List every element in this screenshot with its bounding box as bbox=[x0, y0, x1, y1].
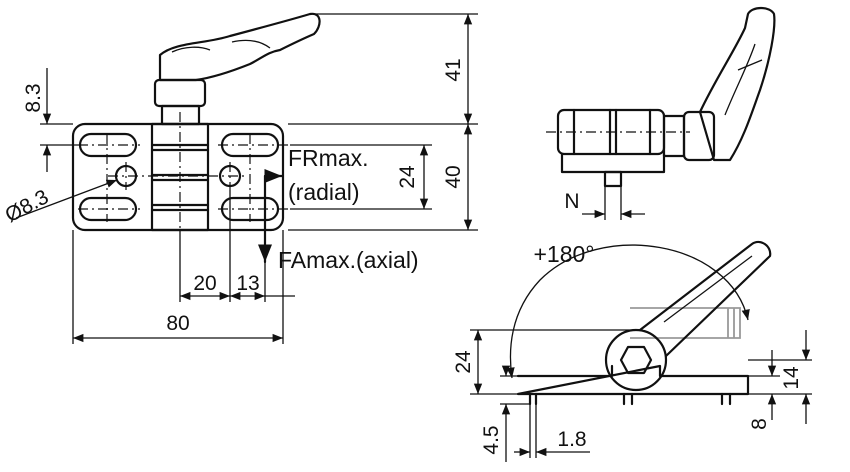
dim-40-label: 40 bbox=[442, 165, 465, 188]
fa-label: FAmax.(axial) bbox=[278, 247, 419, 273]
dim-dia-8-3-label: Ø8.3 bbox=[1, 185, 52, 227]
tr-lever bbox=[698, 6, 776, 162]
dim-180-label: +180° bbox=[533, 241, 594, 267]
ghost-lever bbox=[630, 307, 741, 339]
dim-80-label: 80 bbox=[166, 312, 189, 335]
tr-base bbox=[560, 152, 666, 174]
dim-13-label: 13 bbox=[236, 272, 259, 295]
tr-pin bbox=[603, 170, 623, 188]
tr-hub-collar bbox=[682, 110, 716, 162]
side-hinge-barrel bbox=[604, 328, 668, 392]
front-lever-handle bbox=[158, 12, 321, 82]
force-indicators: FRmax. (radial) FAmax.(axial) bbox=[257, 145, 419, 273]
dim-4-5-label: 4.5 bbox=[480, 425, 503, 454]
tr-hub bbox=[662, 114, 686, 158]
rotation-arc bbox=[506, 244, 750, 379]
front-base-plate bbox=[71, 122, 285, 232]
dim-24-front-label: 24 bbox=[396, 165, 419, 189]
dim-1-8-label: 1.8 bbox=[557, 428, 586, 451]
dim-41-label: 41 bbox=[442, 58, 465, 81]
side-lever bbox=[638, 240, 772, 358]
side-view: +180° 24 14 8 4.5 1.8 bbox=[452, 240, 812, 462]
front-lever-hub bbox=[153, 78, 207, 108]
fr-label-line1: FRmax. bbox=[288, 145, 369, 171]
dim-n-label: N bbox=[564, 190, 579, 213]
dim-24-side-label: 24 bbox=[452, 350, 475, 374]
dim-20-label: 20 bbox=[193, 272, 216, 295]
hex-socket bbox=[619, 345, 653, 375]
dim-14-label: 14 bbox=[780, 366, 803, 390]
dim-8-3-label: 8.3 bbox=[22, 83, 45, 112]
fr-label-line2: (radial) bbox=[288, 179, 360, 205]
front-view bbox=[71, 12, 321, 232]
dim-8-label: 8 bbox=[748, 418, 771, 430]
top-right-view: N bbox=[546, 6, 776, 220]
